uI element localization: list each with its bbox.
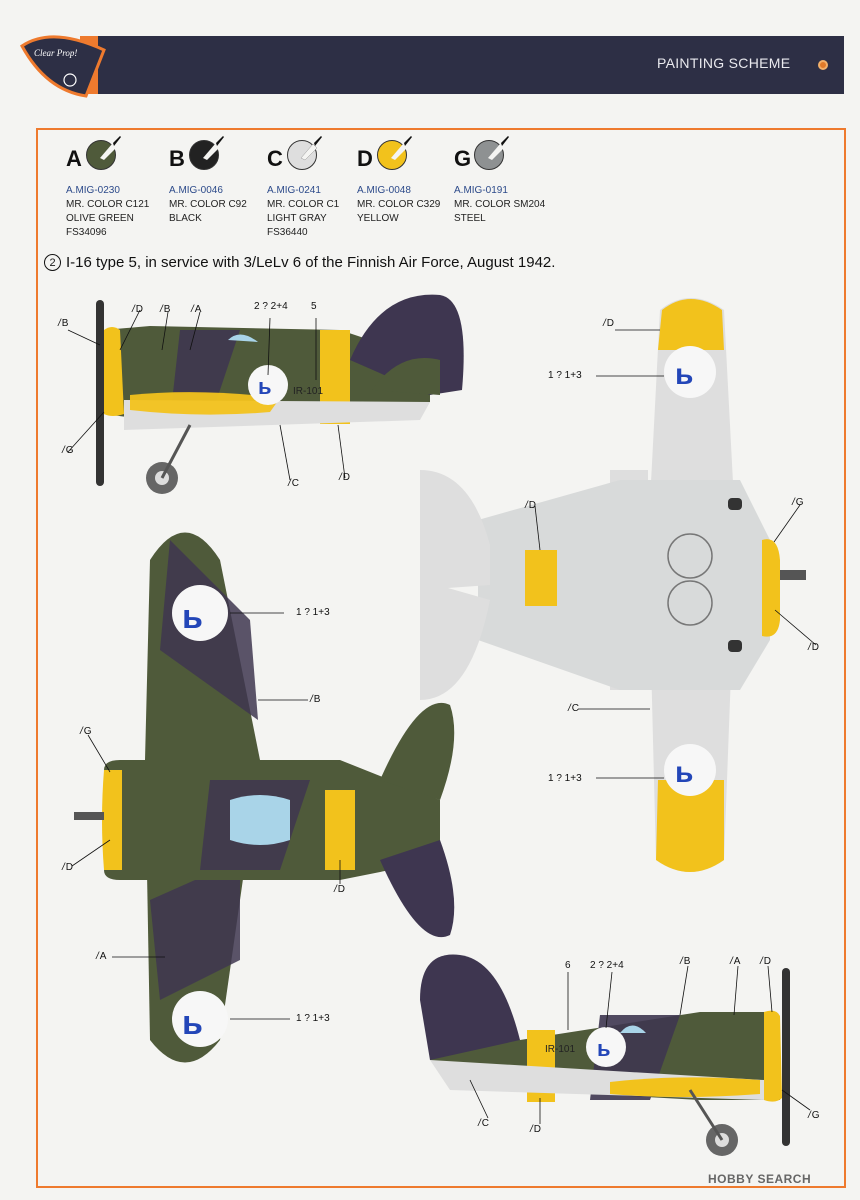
brush-icon [300, 136, 322, 161]
callout-d: /D [530, 1124, 542, 1135]
svg-text:ь: ь [675, 756, 693, 789]
callout-c: /C [478, 1118, 490, 1129]
svg-text:ь: ь [258, 374, 272, 399]
callout-g: /G [80, 726, 92, 737]
callout-b: /B [160, 304, 171, 315]
swatch-line: MR. COLOR C1 [267, 199, 340, 210]
brand-logo: Clear Prop! [20, 35, 106, 98]
callout-c: /C [568, 703, 580, 714]
callout-d: /D [525, 500, 537, 511]
callout-number: 1 ? 1+3 [548, 370, 582, 381]
swatch-line: MR. COLOR SM204 [454, 199, 546, 210]
underside-view: ь ь [420, 298, 806, 872]
swatch-letter: B [169, 146, 185, 171]
swatch-line: OLIVE GREEN [66, 213, 134, 224]
swatch-line: MR. COLOR C121 [66, 199, 150, 210]
swatch-line: BLACK [169, 213, 202, 224]
swatch-letter: A [66, 146, 82, 171]
callout-number: 5 [311, 301, 317, 312]
callout-b: /B [680, 956, 691, 967]
svg-text:ь: ь [675, 358, 693, 391]
callout-number: 1 ? 1+3 [548, 773, 582, 784]
swatch-letter: G [454, 146, 472, 171]
callout-c: /C [288, 478, 300, 489]
swatch-code: A.MIG-0046 [169, 185, 223, 196]
svg-text:ь: ь [597, 1036, 611, 1061]
swatch-code: A.MIG-0048 [357, 185, 411, 196]
svg-text:ь: ь [182, 598, 203, 636]
color-dot-icon [474, 140, 504, 170]
callout-a: /A [96, 951, 107, 962]
callout-g: /G [792, 497, 804, 508]
color-dot-icon [377, 140, 407, 170]
callout-g: /G [808, 1110, 820, 1121]
swatch-line: MR. COLOR C92 [169, 199, 247, 210]
aircraft-code-partial: IR-101 [545, 1044, 575, 1055]
swatch-letter: D [357, 146, 373, 171]
callout-b: /B [310, 694, 321, 705]
swatch-line: FS34096 [66, 227, 107, 238]
top-view: ь ь [74, 532, 455, 1063]
swatch-letter: C [267, 146, 283, 171]
svg-text:ь: ь [182, 1004, 203, 1042]
swatch-code: A.MIG-0241 [267, 185, 321, 196]
brush-icon [100, 136, 121, 160]
callout-number: 1 ? 1+3 [296, 607, 330, 618]
leader-lines [67, 309, 817, 1124]
swatch-code: A.MIG-0191 [454, 185, 508, 196]
callout-d: /D [62, 862, 74, 873]
callout-d: /D [808, 642, 820, 653]
content-frame [36, 128, 846, 1188]
swatch-code: A.MIG-0230 [66, 185, 120, 196]
callout-number: 2 ? 2+4 [254, 301, 288, 312]
swatch-line: LIGHT GRAY [267, 213, 327, 224]
brush-icon [391, 136, 412, 160]
callout-d: /D [334, 884, 346, 895]
scheme-title: I-16 type 5, in service with 3/LeLv 6 of… [66, 254, 556, 271]
brush-icon [488, 136, 509, 160]
callout-b: /B [58, 318, 69, 329]
color-dot-icon [86, 140, 116, 170]
callout-a: /A [191, 304, 202, 315]
callout-d: /D [132, 304, 144, 315]
brush-icon [203, 136, 224, 160]
page-title: PAINTING SCHEME [657, 55, 791, 71]
callout-number: 6 [565, 960, 571, 971]
callout-d: /D [339, 472, 351, 483]
side-profile-left: ь IR-101 [96, 294, 464, 494]
callout-d: /D [603, 318, 615, 329]
swatch-line: YELLOW [357, 213, 399, 224]
aircraft-code: IR-101 [293, 386, 323, 397]
callout-g: /G [62, 445, 74, 456]
color-dot-icon [189, 140, 219, 170]
callout-a: /A [730, 956, 741, 967]
callout-number: 2 ? 2+4 [590, 960, 624, 971]
logo-text: Clear Prop! [34, 48, 77, 58]
callout-number: 1 ? 1+3 [296, 1013, 330, 1024]
scheme-number: 2 [44, 254, 61, 271]
swatch-line: FS36440 [267, 227, 308, 238]
gear-icon [818, 60, 828, 70]
swatch-line: STEEL [454, 213, 486, 224]
watermark-text: HOBBY SEARCH [708, 1172, 812, 1186]
color-dot-icon [287, 140, 317, 170]
callout-d: /D [760, 956, 772, 967]
swatch-line: MR. COLOR C329 [357, 199, 441, 210]
side-profile-right: ь IR-101 [420, 954, 790, 1156]
